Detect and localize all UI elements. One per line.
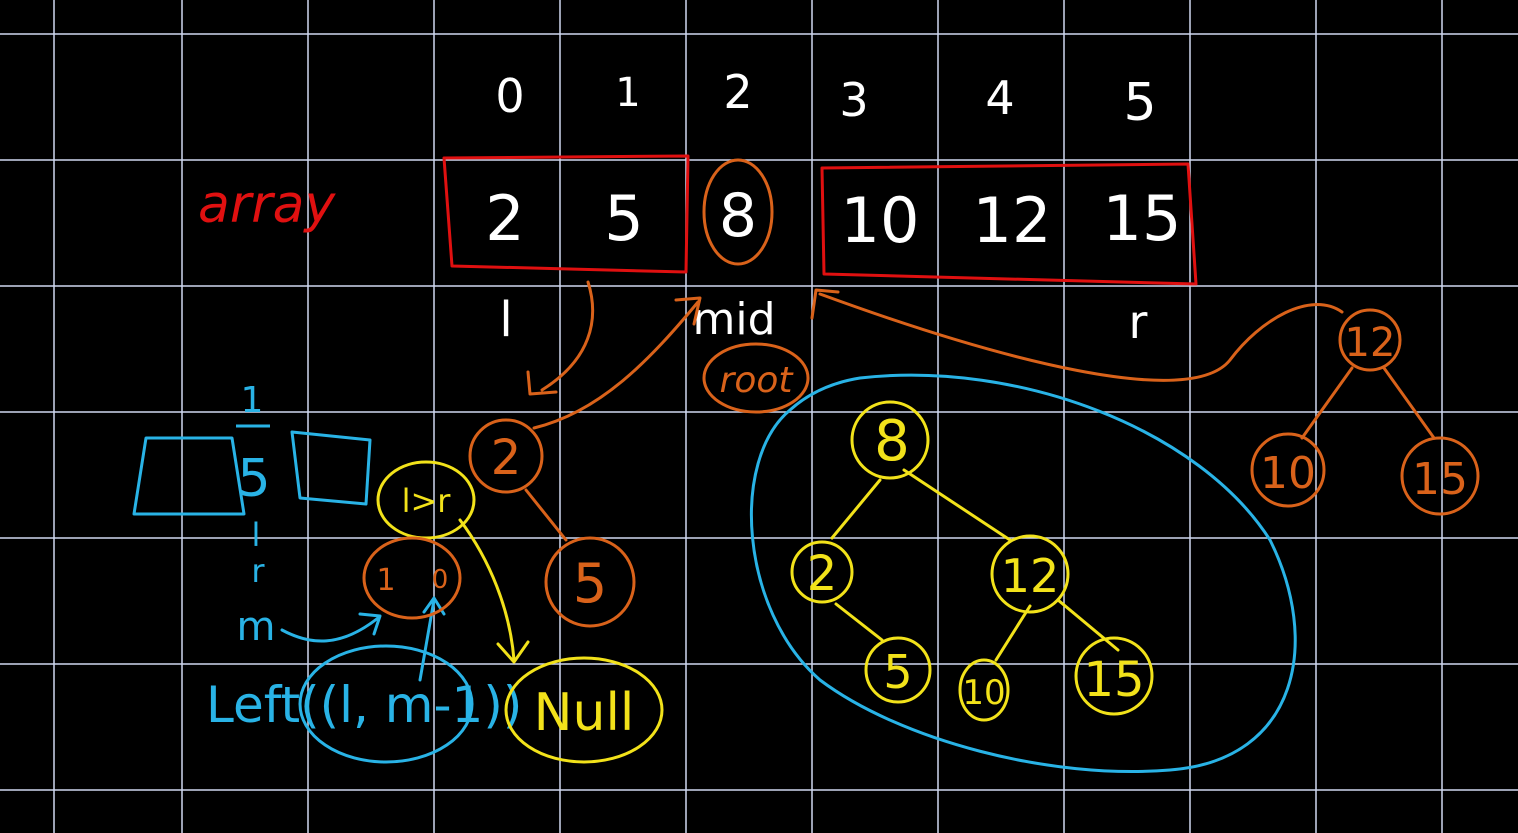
arrow-l-down xyxy=(526,280,595,396)
final-node-12-label: 12 xyxy=(1001,549,1060,603)
cond-node-label: l>r xyxy=(402,482,452,520)
left-node-5-label: 5 xyxy=(573,552,607,615)
call-expression: Left((l, m-1)) xyxy=(206,676,522,734)
final-node-2-circle xyxy=(790,540,854,604)
stack-top-value: 1 xyxy=(241,380,264,421)
call-args-circle xyxy=(298,644,474,764)
stack-left-box xyxy=(132,436,246,516)
arrow-subtree12-to-array xyxy=(810,288,1344,382)
var-r: r xyxy=(251,552,265,590)
edge-8-2 xyxy=(830,478,882,540)
array-values: 2 5 8 10 12 15 xyxy=(485,181,1181,257)
left-node-2-circle xyxy=(468,418,544,494)
array-indices: 0 1 2 3 4 5 xyxy=(495,65,1156,133)
edge-12-15-final xyxy=(1056,598,1120,652)
final-node-5-circle xyxy=(864,636,932,704)
array-label: array xyxy=(198,175,336,235)
pointer-mid: mid xyxy=(692,294,775,345)
final-node-8-label: 8 xyxy=(874,409,910,474)
value-1: 5 xyxy=(604,182,643,255)
right-half-box xyxy=(820,162,1198,286)
value-0: 2 xyxy=(485,182,524,255)
index-0: 0 xyxy=(495,69,524,123)
array-section: array 0 1 2 3 4 5 2 5 8 10 12 15 l mid r xyxy=(198,65,1344,430)
final-node-15-label: 15 xyxy=(1083,652,1144,708)
pointer-l: l xyxy=(499,292,512,348)
root-label-circle xyxy=(702,342,810,414)
mid-value-circle xyxy=(702,158,774,266)
final-node-8-circle xyxy=(850,400,930,480)
final-node-15-circle xyxy=(1074,636,1154,716)
node-15-label: 15 xyxy=(1412,454,1468,505)
node-15-circle xyxy=(1400,436,1480,516)
edge-2-5 xyxy=(524,488,568,542)
index-3: 3 xyxy=(839,73,868,127)
index-4: 4 xyxy=(985,71,1014,125)
left-node-2-label: 2 xyxy=(491,430,522,486)
recursion-notes: 1 5 l r m Left((l, m-1)) 2 5 l>r 1 0 Nul… xyxy=(132,380,664,764)
edge-12-10-final xyxy=(994,604,1032,662)
index-5: 5 xyxy=(1123,73,1156,133)
final-tree-boundary xyxy=(749,373,1297,774)
left-node-5-circle xyxy=(544,536,636,628)
pointer-r: r xyxy=(1129,295,1148,349)
edge-12-15 xyxy=(1382,366,1436,440)
edge-12-10 xyxy=(1300,366,1354,440)
arrow-m xyxy=(280,612,382,643)
final-node-12-circle xyxy=(990,534,1070,614)
pair-node-left: 1 xyxy=(376,563,395,598)
edge-8-12 xyxy=(902,468,1012,542)
edge-cond-null xyxy=(458,518,530,664)
node-12-label: 12 xyxy=(1345,320,1396,366)
final-node-10-label: 10 xyxy=(962,673,1005,713)
value-2: 8 xyxy=(719,181,757,251)
final-node-5-label: 5 xyxy=(883,645,912,699)
var-l: l xyxy=(252,516,261,554)
null-node-label: Null xyxy=(534,683,635,743)
final-node-10-circle xyxy=(958,658,1010,722)
stack-mid-value: 5 xyxy=(237,449,270,509)
node-12-circle xyxy=(1338,308,1402,372)
null-node-circle xyxy=(504,656,664,764)
value-4: 12 xyxy=(973,184,1052,257)
node-10-label: 10 xyxy=(1260,448,1316,499)
right-subtree: 12 10 15 xyxy=(1250,308,1480,516)
stack-right-box xyxy=(290,430,372,506)
value-5: 15 xyxy=(1103,182,1182,255)
node-10-circle xyxy=(1250,432,1326,508)
final-tree: 8 2 12 5 10 15 xyxy=(749,373,1297,774)
pair-node-circle xyxy=(362,536,462,620)
edge-2-5-final xyxy=(834,602,884,642)
var-m: m xyxy=(237,604,276,650)
final-node-2-label: 2 xyxy=(807,546,838,602)
root-label: root xyxy=(720,360,795,401)
index-1: 1 xyxy=(615,70,640,116)
arrow-node2-to-mid xyxy=(532,296,702,430)
index-2: 2 xyxy=(723,65,752,119)
value-3: 10 xyxy=(841,184,920,257)
pair-node-right: 0 xyxy=(432,565,449,595)
left-half-box xyxy=(442,154,690,274)
cond-node-circle xyxy=(376,460,476,540)
